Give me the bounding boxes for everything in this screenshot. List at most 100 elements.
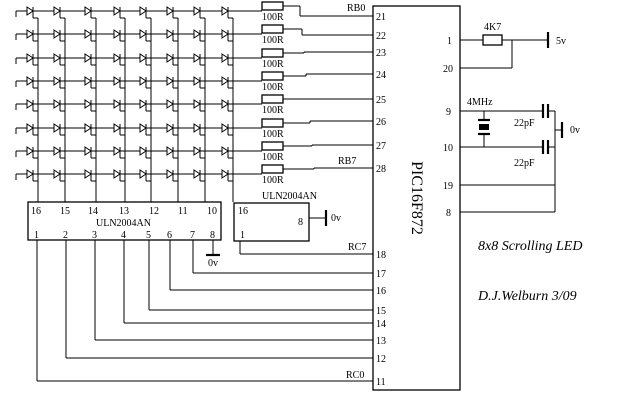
led-diode <box>26 53 38 66</box>
led-triangle <box>139 169 147 179</box>
led-diode <box>193 53 205 66</box>
led-triangle <box>221 53 229 63</box>
led-diode <box>139 169 151 182</box>
led-diode <box>193 76 205 89</box>
led-triangle <box>53 123 61 133</box>
led-triangle <box>139 53 147 63</box>
driver-bottom-pin: 5 <box>146 230 151 241</box>
driver-bottom-pin: 7 <box>190 230 195 241</box>
led-diode <box>166 6 178 19</box>
led-diode <box>113 6 125 19</box>
pic-pin-number: 12 <box>376 354 386 365</box>
pic-pin-number: 24 <box>376 70 386 81</box>
led-triangle <box>113 99 121 109</box>
led-triangle <box>221 123 229 133</box>
led-triangle <box>53 6 61 16</box>
led-diode <box>26 146 38 159</box>
led-triangle <box>113 76 121 86</box>
pic-pin-number: 25 <box>376 95 386 106</box>
led-triangle <box>26 76 34 86</box>
led-triangle <box>193 169 201 179</box>
led-diode <box>84 53 96 66</box>
pic-chip-body <box>372 5 461 391</box>
resistor-100r <box>261 1 284 11</box>
cap2-label: 22pF <box>514 158 535 169</box>
reset-pullup: 4K7 5v <box>460 22 566 69</box>
led-triangle <box>53 53 61 63</box>
led-diode <box>166 146 178 159</box>
pic-pin-number: 20 <box>443 64 453 75</box>
led-triangle <box>113 53 121 63</box>
driver-top-pin: 16 <box>31 206 41 217</box>
resistor-100r <box>261 48 284 58</box>
led-triangle <box>84 29 92 39</box>
resistor-100r <box>261 141 284 151</box>
pic-pin-number: 19 <box>443 181 453 192</box>
led-diode <box>53 146 65 159</box>
resistor-label: 100R <box>262 35 284 46</box>
driver-bottom-pin: 8 <box>210 230 215 241</box>
led-triangle <box>26 123 34 133</box>
led-triangle <box>166 146 174 156</box>
led-triangle <box>221 6 229 16</box>
led-diode <box>26 123 38 136</box>
led-triangle <box>221 76 229 86</box>
pic-pin-number: 18 <box>376 250 386 261</box>
led-triangle <box>221 146 229 156</box>
pic-pin-number: 26 <box>376 117 386 128</box>
led-diode <box>84 6 96 19</box>
led-triangle <box>53 146 61 156</box>
led-triangle <box>53 169 61 179</box>
led-diode <box>113 29 125 42</box>
led-diode <box>139 76 151 89</box>
driver-top-pin: 12 <box>149 206 159 217</box>
led-triangle <box>193 123 201 133</box>
led-diode <box>113 146 125 159</box>
small-pin-1: 1 <box>240 230 245 241</box>
led-diode <box>113 76 125 89</box>
pic-pin-number: 16 <box>376 286 386 297</box>
pic-pin-number: 1 <box>447 36 452 47</box>
led-triangle <box>166 29 174 39</box>
led-triangle <box>193 53 201 63</box>
led-triangle <box>26 53 34 63</box>
resistor-100r <box>261 24 284 34</box>
led-diode <box>193 123 205 136</box>
driver-bottom-pin: 4 <box>121 230 126 241</box>
driver-top-pin: 13 <box>119 206 129 217</box>
crystal-body <box>479 124 489 130</box>
led-triangle <box>166 169 174 179</box>
led-diode <box>53 99 65 112</box>
led-triangle <box>84 146 92 156</box>
led-diode <box>139 146 151 159</box>
led-triangle <box>26 29 34 39</box>
led-triangle <box>221 29 229 39</box>
led-triangle <box>166 99 174 109</box>
pic-pin-number: 14 <box>376 319 386 330</box>
led-diode <box>26 99 38 112</box>
pic-pin-number: 17 <box>376 269 386 280</box>
led-diode <box>113 169 125 182</box>
resistor-label: 100R <box>262 59 284 70</box>
crystal-ground-label: 0v <box>570 125 580 136</box>
pic-pin-number: 21 <box>376 12 386 23</box>
diagram-author: D.J.Welburn 3/09 <box>477 289 577 304</box>
led-triangle <box>53 99 61 109</box>
driver-top-pin: 14 <box>88 206 98 217</box>
pic-pin-number: 27 <box>376 141 386 152</box>
led-triangle <box>26 169 34 179</box>
led-triangle <box>139 99 147 109</box>
led-diode <box>139 123 151 136</box>
resistor-label: 100R <box>262 105 284 116</box>
led-triangle <box>113 6 121 16</box>
led-triangle <box>221 169 229 179</box>
led-triangle <box>53 76 61 86</box>
pic-pin-number: 15 <box>376 306 386 317</box>
pic-pin-number: 23 <box>376 48 386 59</box>
port-label-rb0: RB0 <box>347 3 365 14</box>
small-pin-16: 16 <box>238 206 248 217</box>
led-diode <box>53 29 65 42</box>
